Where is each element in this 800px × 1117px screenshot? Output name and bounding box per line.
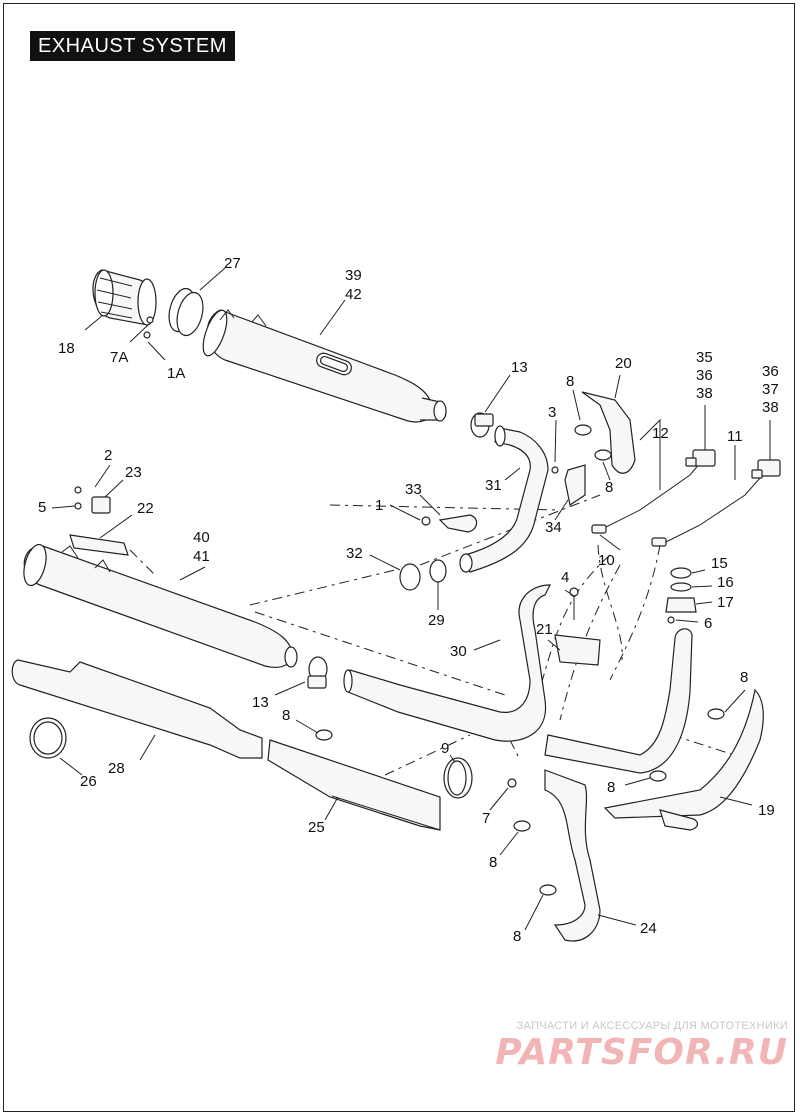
callout-36-b: 36 — [762, 363, 779, 380]
diagram-frame — [3, 3, 795, 1112]
callout-6: 6 — [704, 615, 712, 632]
callout-26: 26 — [80, 773, 97, 790]
callout-42: 42 — [345, 286, 362, 303]
callout-30: 30 — [450, 643, 467, 660]
callout-20: 20 — [615, 355, 632, 372]
callout-8-f: 8 — [489, 854, 497, 871]
lower-muffler — [23, 486, 328, 689]
callout-19: 19 — [758, 802, 775, 819]
heat-shields — [581, 391, 764, 831]
callout-27: 27 — [224, 255, 241, 272]
callout-18: 18 — [58, 340, 75, 357]
callout-8-g: 8 — [513, 928, 521, 945]
callout-17: 17 — [717, 594, 734, 611]
oxygen-sensors — [591, 449, 781, 547]
callout-8-a: 8 — [566, 373, 574, 390]
callout-13-lower: 13 — [252, 694, 269, 711]
header-pipes — [343, 425, 693, 942]
callout-36-a: 36 — [696, 367, 713, 384]
callout-labels: 27 39 42 18 7A 1A 13 8 20 35 36 38 36 37… — [38, 255, 779, 945]
watermark-caption: ЗАПЧАСТИ И АКСЕССУАРЫ ДЛЯ МОТОТЕХНИКИ — [516, 1020, 788, 1032]
callout-7: 7 — [482, 810, 490, 827]
callout-28: 28 — [108, 760, 125, 777]
watermark: ЗАПЧАСТИ И АКСЕССУАРЫ ДЛЯ МОТОТЕХНИКИ PA… — [488, 1020, 788, 1074]
callout-10: 10 — [598, 552, 615, 569]
callout-13-upper: 13 — [511, 359, 528, 376]
callout-32: 32 — [346, 545, 363, 562]
callout-24: 24 — [640, 920, 657, 937]
callout-38-b: 38 — [762, 399, 779, 416]
clamp-band — [143, 287, 204, 339]
leader-lines — [51, 267, 771, 931]
callout-7a: 7A — [110, 349, 128, 366]
callout-1: 1 — [375, 497, 383, 514]
callout-21: 21 — [536, 621, 553, 638]
upper-muffler — [202, 309, 447, 423]
callout-12: 12 — [652, 425, 669, 442]
callout-33: 33 — [405, 481, 422, 498]
end-cap — [92, 269, 157, 326]
callout-4: 4 — [561, 569, 569, 586]
callout-40: 40 — [193, 529, 210, 546]
callout-35: 35 — [696, 349, 713, 366]
callout-38-a: 38 — [696, 385, 713, 402]
callout-16: 16 — [717, 574, 734, 591]
callout-15: 15 — [711, 555, 728, 572]
page-title: EXHAUST SYSTEM — [30, 31, 235, 61]
callout-22: 22 — [137, 500, 154, 517]
small-parts — [315, 412, 725, 896]
callout-2: 2 — [104, 447, 112, 464]
callout-8-c: 8 — [740, 669, 748, 686]
callout-39: 39 — [345, 267, 362, 284]
callout-29: 29 — [428, 612, 445, 629]
callout-34: 34 — [545, 519, 562, 536]
callout-3: 3 — [548, 404, 556, 421]
callout-41: 41 — [193, 548, 210, 565]
watermark-logo: PARTSFOR.RU — [495, 1032, 788, 1073]
callout-5: 5 — [38, 499, 46, 516]
callout-8-e: 8 — [607, 779, 615, 796]
callout-11: 11 — [727, 428, 743, 445]
callout-37: 37 — [762, 381, 779, 398]
callout-25: 25 — [308, 819, 325, 836]
callout-9: 9 — [441, 740, 449, 757]
callout-31: 31 — [485, 477, 502, 494]
callout-8-d: 8 — [282, 707, 290, 724]
callout-1a: 1A — [167, 365, 185, 382]
callout-8-b: 8 — [605, 479, 613, 496]
callout-23: 23 — [125, 464, 142, 481]
